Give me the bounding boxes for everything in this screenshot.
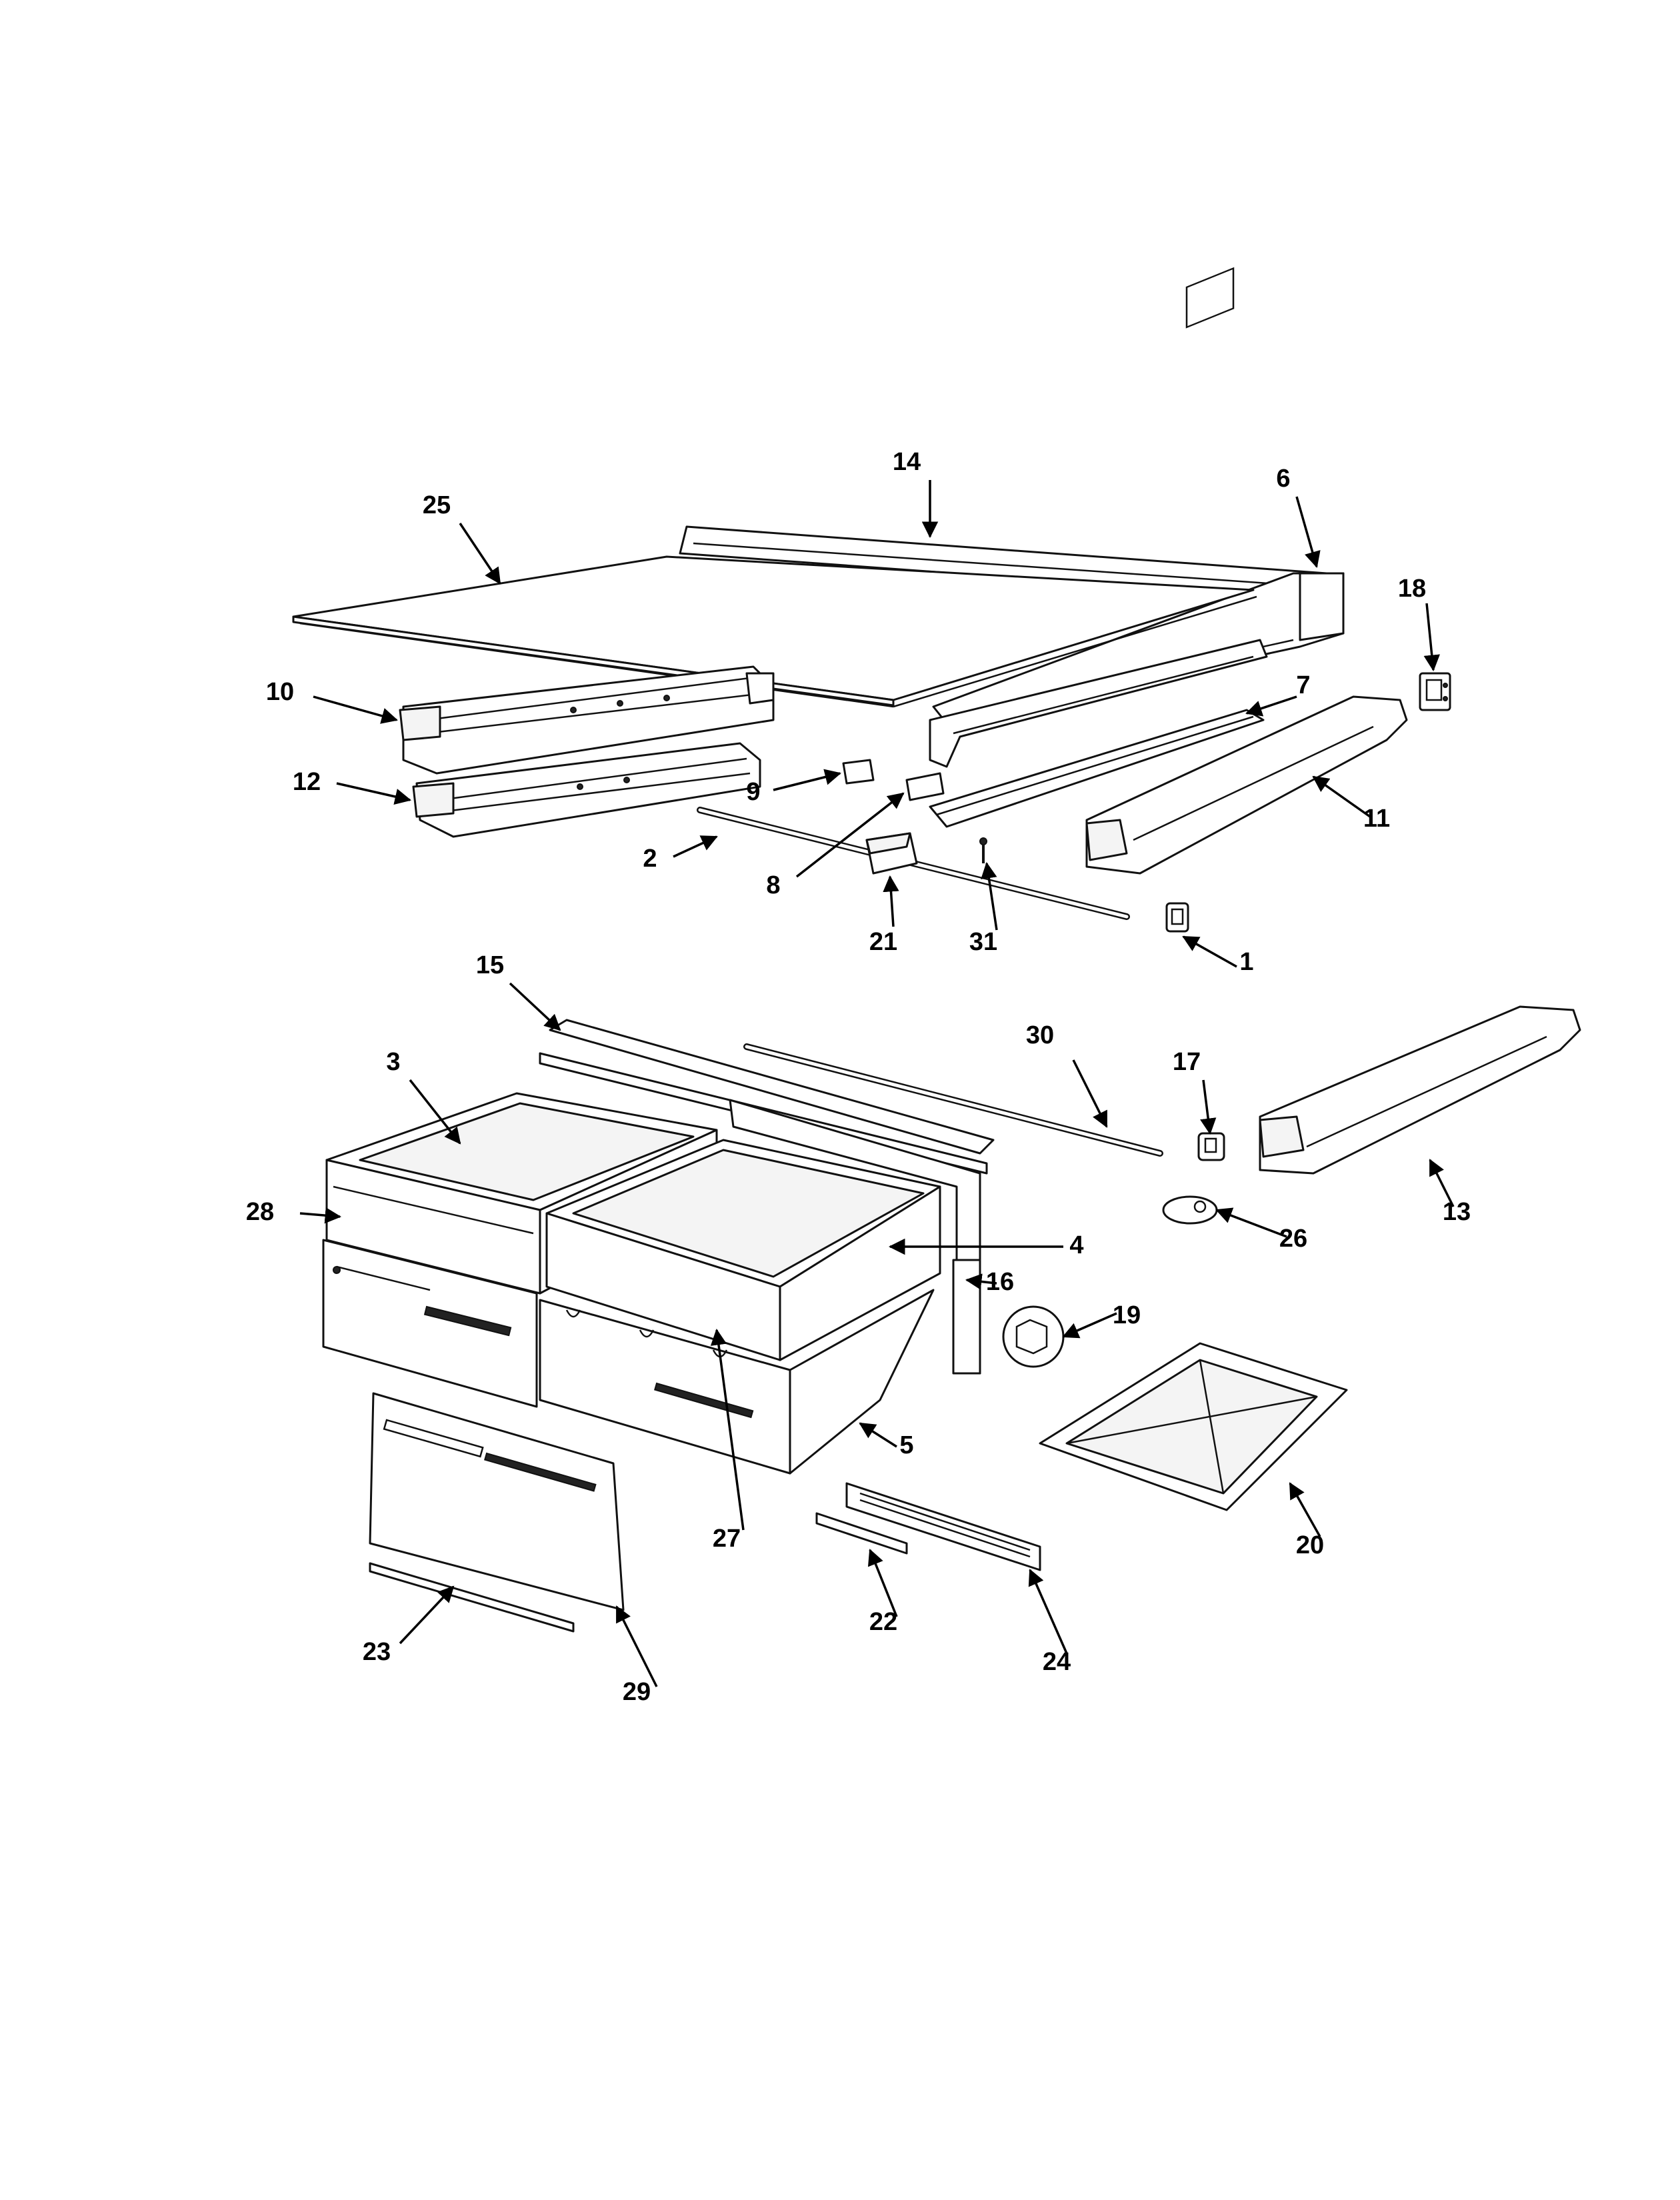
callout-5: 5 — [899, 1431, 913, 1459]
callout-3: 3 — [386, 1048, 400, 1076]
callout-23: 23 — [363, 1638, 391, 1666]
left-drawer-front-part — [322, 1239, 538, 1408]
callout-27: 27 — [713, 1525, 741, 1553]
callout-31: 31 — [969, 928, 997, 956]
left-rail-upper-part — [399, 665, 775, 775]
callout-11: 11 — [1363, 805, 1390, 833]
right-bracket-part — [1085, 267, 1408, 875]
leader-line-23 — [399, 1585, 455, 1645]
callout-2: 2 — [643, 845, 657, 873]
leader-line-24 — [1028, 1569, 1068, 1654]
leader-line-9 — [773, 769, 841, 791]
leader-line-7 — [1245, 695, 1297, 717]
callout-18: 18 — [1398, 575, 1426, 603]
callout-13: 13 — [1443, 1198, 1471, 1226]
callout-21: 21 — [869, 928, 897, 956]
callout-8: 8 — [766, 871, 780, 899]
callout-6: 6 — [1276, 465, 1290, 493]
leader-line-18 — [1423, 603, 1440, 672]
slide-rail-part — [929, 709, 1265, 828]
callout-22: 22 — [869, 1608, 897, 1636]
leader-line-1 — [1182, 935, 1237, 968]
clip-9-part — [842, 759, 875, 785]
leader-line-2 — [673, 835, 718, 858]
leader-line-11 — [1312, 775, 1371, 818]
callout-16: 16 — [986, 1268, 1014, 1296]
leader-line-21 — [883, 875, 899, 927]
leader-line-13 — [1429, 1159, 1455, 1207]
detail-19-part — [1002, 1305, 1065, 1368]
right-bracket-lower-part — [1259, 1005, 1581, 1175]
left-rail-lower-part — [412, 742, 761, 838]
callout-7: 7 — [1296, 671, 1310, 699]
callout-15: 15 — [476, 951, 504, 979]
callout-19: 19 — [1113, 1301, 1141, 1329]
right-crisper-pan-part — [545, 1139, 941, 1361]
leader-line-5 — [859, 1422, 897, 1448]
support-rail-part — [929, 639, 1268, 768]
leader-line-30 — [1072, 1059, 1108, 1128]
leader-line-29 — [615, 1605, 658, 1687]
leader-line-28 — [299, 1207, 342, 1224]
callout-9: 9 — [746, 778, 760, 806]
strip-22-part — [815, 1512, 908, 1555]
callout-24: 24 — [1043, 1648, 1071, 1676]
callout-4: 4 — [1069, 1231, 1083, 1259]
callout-17: 17 — [1173, 1048, 1201, 1076]
callout-10: 10 — [266, 678, 294, 706]
drawer-trim-23-part — [369, 1562, 575, 1633]
leader-line-15 — [509, 982, 561, 1031]
end-cap-part — [865, 832, 918, 875]
leader-line-25 — [459, 523, 501, 585]
callout-26: 26 — [1279, 1225, 1307, 1253]
callout-20: 20 — [1296, 1531, 1324, 1559]
clip-1-part — [1165, 902, 1189, 933]
callout-29: 29 — [623, 1678, 651, 1706]
rod-30-part — [743, 1043, 1163, 1157]
leader-line-12 — [336, 782, 411, 805]
leader-line-27 — [710, 1328, 745, 1531]
leader-line-22 — [867, 1549, 898, 1617]
callout-14: 14 — [893, 448, 921, 476]
bracket-18-part — [1419, 672, 1451, 711]
slide-24-part — [845, 1482, 1041, 1571]
cam-26-part — [1162, 1195, 1218, 1225]
callout-28: 28 — [246, 1198, 274, 1226]
crisper-frame-20-part — [1039, 1342, 1348, 1511]
callout-1: 1 — [1239, 948, 1253, 976]
clip-8-part — [905, 772, 945, 801]
leader-line-20 — [1289, 1482, 1321, 1537]
right-rail-part — [932, 572, 1345, 725]
leader-line-17 — [1200, 1079, 1217, 1135]
leader-line-8 — [795, 792, 905, 878]
leader-line-6 — [1295, 496, 1321, 568]
callout-30: 30 — [1026, 1021, 1054, 1049]
leader-line-3 — [409, 1079, 461, 1145]
leader-line-10 — [313, 695, 398, 724]
callout-12: 12 — [293, 768, 321, 796]
leader-line-16 — [965, 1273, 997, 1290]
callout-25: 25 — [423, 491, 451, 519]
screw-part — [979, 837, 987, 863]
clip-17-part — [1197, 1132, 1225, 1161]
leader-line-19 — [1062, 1312, 1117, 1339]
leader-line-26 — [1215, 1207, 1287, 1238]
leader-line-31 — [981, 861, 998, 931]
